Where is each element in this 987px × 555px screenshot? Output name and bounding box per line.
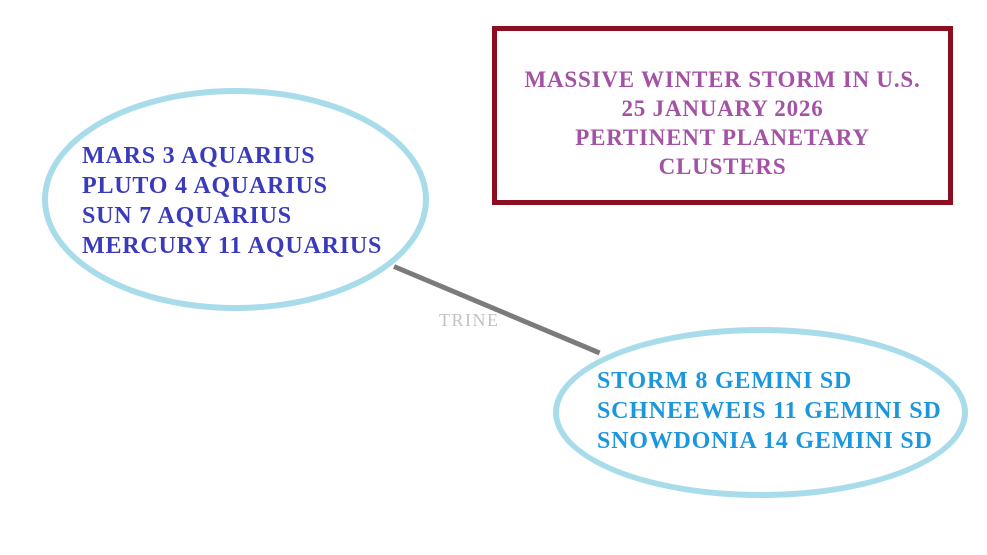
aquarius-cluster-ellipse bbox=[42, 88, 429, 311]
title-line-3: PERTINENT PLANETARY bbox=[575, 124, 870, 150]
aquarius-cluster-line-sun: SUN 7 AQUARIUS bbox=[82, 203, 292, 229]
gemini-cluster-text: STORM 8 GEMINI SD SCHNEEWEIS 11 GEMINI S… bbox=[597, 366, 942, 456]
title-line-1: MASSIVE WINTER STORM IN U.S. bbox=[524, 66, 921, 92]
gemini-cluster-line-schneeweis: SCHNEEWEIS 11 GEMINI SD bbox=[597, 398, 942, 424]
trine-label: TRINE bbox=[439, 310, 500, 330]
aquarius-cluster-line-mars: MARS 3 AQUARIUS bbox=[82, 143, 316, 169]
aquarius-cluster-line-mercury: MERCURY 11 AQUARIUS bbox=[82, 233, 383, 259]
title-line-2: 25 JANUARY 2026 bbox=[621, 95, 824, 121]
title-line-4: CLUSTERS bbox=[658, 153, 787, 179]
title-box: MASSIVE WINTER STORM IN U.S. 25 JANUARY … bbox=[492, 26, 953, 205]
gemini-cluster-ellipse bbox=[553, 327, 968, 498]
aquarius-cluster-line-pluto: PLUTO 4 AQUARIUS bbox=[82, 173, 328, 199]
gemini-cluster-line-snowdonia: SNOWDONIA 14 GEMINI SD bbox=[597, 428, 933, 454]
aquarius-cluster-text: MARS 3 AQUARIUS PLUTO 4 AQUARIUS SUN 7 A… bbox=[82, 141, 382, 261]
gemini-cluster-line-storm: STORM 8 GEMINI SD bbox=[597, 368, 853, 394]
